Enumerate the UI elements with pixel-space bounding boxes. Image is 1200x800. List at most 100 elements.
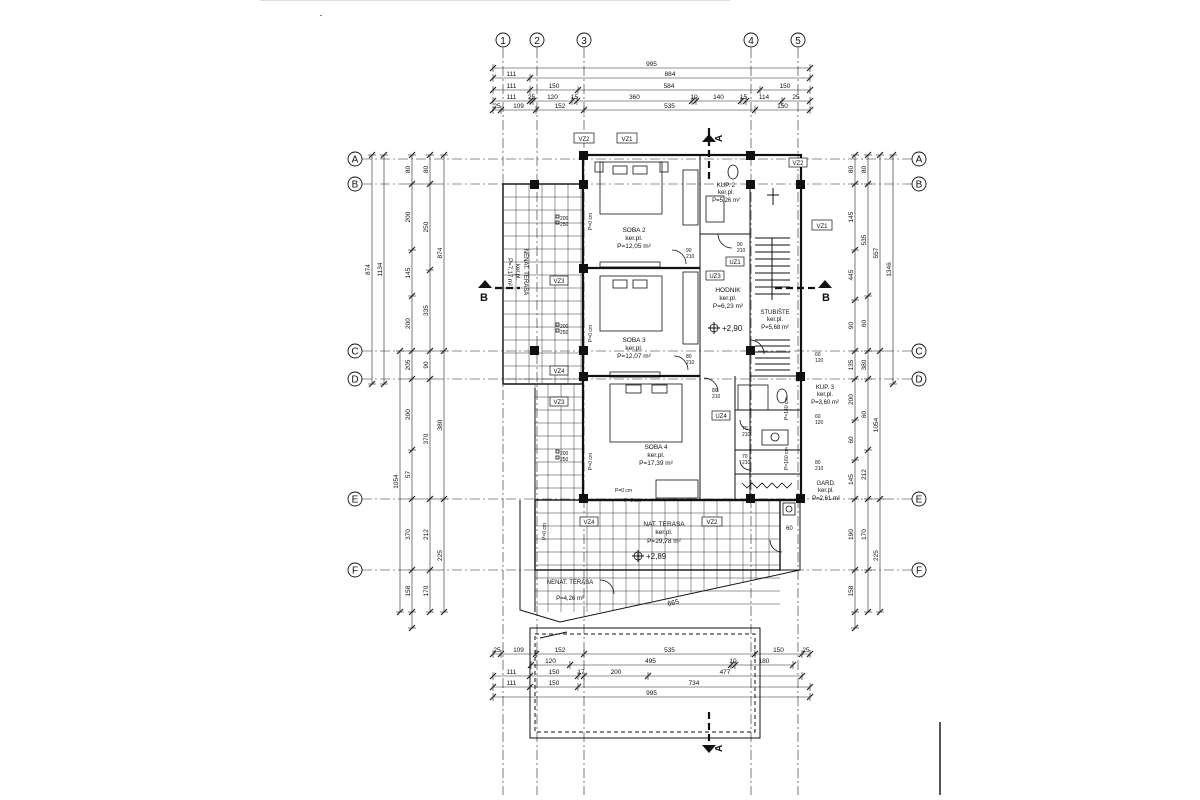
- bottom-dim-row-1-label: 109: [513, 647, 524, 654]
- bottom-dim-row-4-label: 734: [689, 680, 700, 687]
- bottom-dim-row-1-label: 25: [493, 647, 501, 654]
- axis-label-left-C: C: [351, 347, 358, 358]
- top-dim-row-4-label: 114: [759, 94, 770, 101]
- parapet-label: P=0 cm: [615, 488, 632, 494]
- top-dim-row-4-label: 15: [571, 94, 579, 101]
- door-dim-label: 210: [737, 248, 746, 254]
- left-dim-segs-2-label: 212: [423, 529, 430, 540]
- axis-label-left-A: A: [352, 155, 359, 166]
- svg-text:SOBA 2: SOBA 2: [622, 227, 646, 234]
- top-dim-row-2-label: 111: [507, 71, 517, 78]
- top-dim-row-5-label: 152: [555, 103, 566, 110]
- room-kup3: KUP. 3 ker.pl. P=3,60 m²: [811, 385, 839, 406]
- bottom-dim-row-5: 995: [489, 690, 814, 701]
- parapet-label: P=0 cm: [588, 453, 594, 470]
- top-dim-row-4-label: 360: [629, 94, 640, 101]
- top-dim-row-4-label: 140: [713, 94, 724, 101]
- left-dim-segs-1-label: 57: [405, 471, 412, 479]
- svg-text:VZ2: VZ2: [792, 161, 804, 167]
- bottom-dim-row-3-label: 200: [611, 669, 622, 676]
- door-dim-label: 210: [742, 432, 751, 438]
- axis-bubble-1: [495, 32, 511, 48]
- top-dim-row-5-label: 535: [664, 103, 675, 110]
- svg-text:P=12,05 m²: P=12,05 m²: [617, 243, 652, 250]
- section-a-top-label: A: [714, 135, 725, 142]
- axis-label-5: 5: [795, 36, 801, 47]
- tag-vz3-b: VZ3: [549, 396, 569, 407]
- top-dim-row-1-label: 995: [646, 61, 657, 68]
- terrace-grid-west: [502, 183, 584, 500]
- right-dim-segs-2-label: 170: [861, 529, 868, 540]
- left-dim-outer-label: 874: [365, 264, 372, 275]
- door-dim-label: 90: [737, 242, 743, 248]
- tag-vz4: VZ4: [549, 365, 569, 376]
- door-dim-label: 80: [712, 388, 718, 394]
- right-dim-segs-3-label: 225: [873, 550, 880, 561]
- svg-text:VZ3: VZ3: [553, 400, 565, 406]
- room-soba3: SOBA 3 ker.pl. P=12,07 m²: [617, 337, 652, 360]
- bottom-dim-row-2-label: 10: [729, 658, 737, 665]
- svg-text:UZ1: UZ1: [729, 260, 741, 266]
- svg-text:P=2,61 m²: P=2,61 m²: [812, 496, 840, 502]
- axis-bubble-left-A: [347, 151, 363, 167]
- tag-vz1-top: VZ1: [616, 132, 638, 144]
- svg-text:KUP. 3: KUP. 3: [816, 385, 835, 391]
- door-dim-label: 210: [815, 466, 824, 472]
- room-nenat-terasa-west: NENAT. TERASA ker.pl. P=7,17 m²: [506, 249, 528, 295]
- svg-text:GARD.: GARD.: [816, 481, 835, 487]
- top-dim-row-2: 111 884: [489, 71, 814, 82]
- right-dim-segs-1-label: 145: [848, 211, 855, 222]
- top-dim-row-2-label: 884: [665, 71, 676, 78]
- corner-mark: ˘: [319, 15, 322, 22]
- svg-text:UZ3: UZ3: [709, 274, 721, 280]
- svg-text:HODNIK: HODNIK: [715, 287, 741, 294]
- door-dim-label: 90: [686, 248, 692, 254]
- bottom-dim-row-4-label: 150: [549, 680, 560, 687]
- axis-bubble-right-E: [911, 491, 927, 507]
- bottom-dim-row-1-label: 535: [664, 647, 675, 654]
- structural-columns: [530, 151, 805, 503]
- bottom-dim-row-3-label: 17: [577, 669, 585, 676]
- tag-vz1-right: VZ1: [811, 219, 833, 231]
- door-dim-label: 60: [815, 414, 821, 420]
- left-dim-segs-1-label: 145: [405, 267, 412, 278]
- top-dim-row-5-label: 109: [513, 103, 524, 110]
- left-dim-segs-1-label: 200: [405, 211, 412, 222]
- axis-bubble-right-D: [911, 371, 927, 387]
- axis-label-right-F: F: [916, 566, 922, 577]
- left-dim-long: 1054: [393, 347, 404, 616]
- svg-text:ker.pl.: ker.pl.: [818, 488, 834, 494]
- parapet-label: P=140 cm: [784, 397, 790, 420]
- svg-text:VZ2: VZ2: [706, 520, 718, 526]
- bottom-dim-row-2-label: 495: [645, 658, 656, 665]
- bottom-dim-row-4-label: 111: [507, 680, 517, 687]
- right-dim-segs-2-label: 80: [861, 166, 868, 174]
- tag-uz3: UZ3: [705, 270, 725, 281]
- left-dim-segs-3-label: 225: [437, 550, 444, 561]
- axis-label-right-E: E: [916, 495, 923, 506]
- section-b-right-label: B: [822, 292, 830, 304]
- door-dim-label: 120: [815, 420, 824, 426]
- diagonal-dimension: 665: [667, 599, 680, 608]
- bottom-dim-row-1-label: 25: [802, 647, 810, 654]
- top-dim-row-3-label: 111: [507, 83, 517, 90]
- svg-text:VZ4: VZ4: [553, 369, 565, 375]
- svg-text:P=6,23 m²: P=6,23 m²: [713, 303, 744, 310]
- right-dim-segs-3-label: 1054: [873, 417, 880, 432]
- axis-label-right-A: A: [916, 155, 923, 166]
- bottom-dim-row-3-label: 111: [507, 669, 517, 676]
- axis-label-1: 1: [500, 36, 506, 47]
- bottom-dim-row-4: 111 150 734: [489, 680, 814, 691]
- parapet-label: P=0 cm: [542, 523, 548, 540]
- svg-text:NAT. TERASA: NAT. TERASA: [643, 521, 685, 528]
- tag-vz2-c: VZ2: [701, 516, 723, 527]
- right-dim-segs-2-label: 60: [861, 411, 868, 419]
- top-dim-row-5-label: 25: [493, 103, 501, 110]
- svg-text:VZ1: VZ1: [816, 224, 828, 230]
- right-dim-segs-1-label: 445: [848, 269, 855, 280]
